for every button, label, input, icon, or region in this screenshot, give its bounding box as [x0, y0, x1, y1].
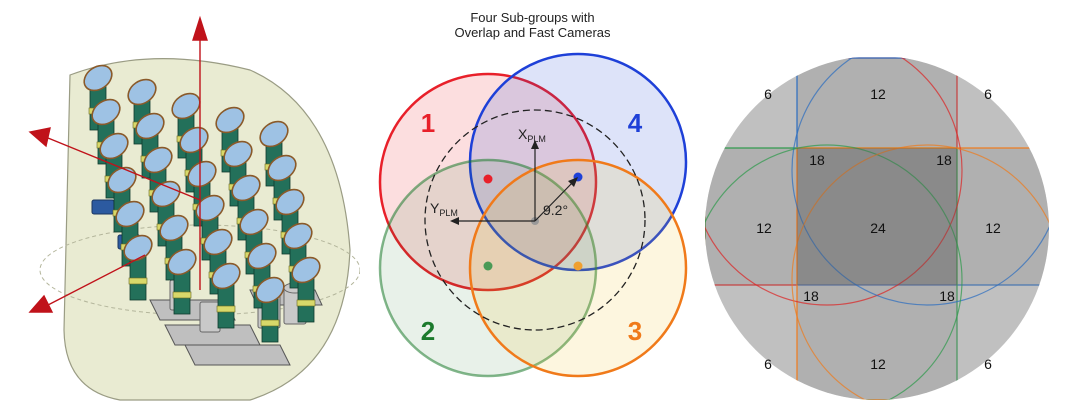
count-label: 6 [984, 356, 992, 372]
camera-mirror [159, 214, 189, 242]
camera-mirror [259, 120, 289, 148]
outer-lobes [705, 58, 1049, 400]
camera-mirror [99, 132, 129, 160]
camera-tube-band [128, 277, 148, 285]
count-label: 18 [936, 152, 952, 168]
camera-mirrors [83, 64, 321, 304]
venn-diagram: 1 4 2 3 XPLM YPLM 9.2° [378, 52, 688, 378]
camera-mirror [231, 174, 261, 202]
camera-mirror [247, 242, 277, 270]
x-plm-label: XPLM [518, 126, 546, 144]
camera-mirror [107, 166, 137, 194]
camera-mirror [187, 160, 217, 188]
x-plm-arrowhead [531, 140, 539, 149]
y-plm-arrowhead [450, 217, 459, 225]
camera-mirror [151, 180, 181, 208]
angle-vector-arrowhead [568, 177, 578, 187]
count-label: 6 [764, 356, 772, 372]
count-label: 18 [939, 288, 955, 304]
camera-tube-band [296, 299, 316, 307]
camera-mirror [143, 146, 173, 174]
overlap-count-map: 6 12 6 18 18 12 24 12 18 18 6 12 6 [705, 0, 1067, 410]
count-label: 12 [985, 220, 1001, 236]
center-overlap [797, 148, 957, 285]
axis-left-arrow [28, 127, 51, 148]
count-label: 18 [809, 152, 825, 168]
camera-mirror [275, 188, 305, 216]
camera-mirror [267, 154, 297, 182]
subgroup-2-center-dot [483, 261, 493, 271]
overlap-map-drawing: 6 12 6 18 18 12 24 12 18 18 6 12 6 [705, 56, 1049, 400]
camera-mirror [283, 222, 313, 250]
diagram-title-line1: Four Sub-groups with [470, 10, 595, 25]
camera-tube-band [260, 319, 280, 327]
camera-mirror [203, 228, 233, 256]
camera-assembly-illustration [0, 0, 360, 410]
axis-up-arrow [192, 15, 208, 41]
camera-mirror [167, 248, 197, 276]
camera-mirror [195, 194, 225, 222]
field-of-view-dashed-circle [424, 109, 646, 331]
coordinate-axes [28, 15, 208, 313]
diagram-title-line2: Overlap and Fast Cameras [454, 25, 611, 40]
camera-mirror [211, 262, 241, 290]
camera-assembly-drawing [28, 15, 360, 401]
camera-mirror [255, 276, 285, 304]
count-label: 6 [764, 86, 772, 102]
count-label: 12 [870, 86, 886, 102]
count-label: 12 [870, 356, 886, 372]
count-label: 6 [984, 86, 992, 102]
y-plm-label: YPLM [430, 200, 458, 218]
camera-mirror [115, 200, 145, 228]
overlap-arcs [705, 56, 1049, 400]
axis-down-arrow [28, 294, 54, 313]
subgroup-1-center-dot [483, 174, 493, 184]
subgroup-venn-panel: Four Sub-groups with Overlap and Fast Ca… [360, 0, 705, 410]
camera-mirror [291, 256, 321, 284]
camera-mirror [83, 64, 113, 92]
camera-mirror [127, 78, 157, 106]
subgroup-1-label: 1 [421, 108, 435, 138]
camera-mirror [239, 208, 269, 236]
subgroup-4-label: 4 [628, 108, 643, 138]
subgroup-3-label: 3 [628, 316, 642, 346]
camera-mirror [215, 106, 245, 134]
camera-mirror [135, 112, 165, 140]
count-label: 18 [803, 288, 819, 304]
subgroup-2-label: 2 [421, 316, 435, 346]
camera-mirror [223, 140, 253, 168]
camera-tube-band [172, 291, 192, 299]
angle-label: 9.2° [543, 202, 568, 218]
camera-mirror [123, 234, 153, 262]
camera-mirror [91, 98, 121, 126]
angle-vector [534, 180, 575, 222]
count-label: 12 [756, 220, 772, 236]
camera-mirror [171, 92, 201, 120]
subgroup-3-center-dot [573, 261, 583, 271]
camera-tube-band [216, 305, 236, 313]
count-label: 24 [870, 220, 886, 236]
